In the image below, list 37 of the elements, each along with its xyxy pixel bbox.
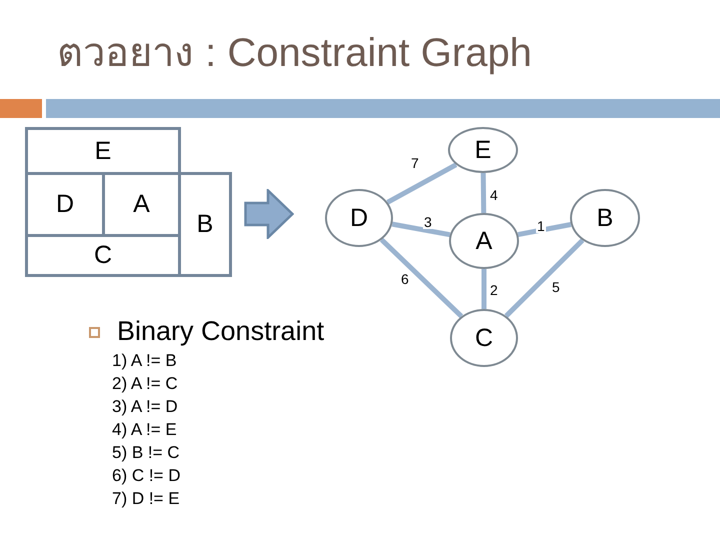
connector-line — [392, 222, 450, 238]
constraint-item: 3) A != D — [112, 398, 178, 415]
region-label: C — [94, 243, 112, 268]
connector-line — [380, 238, 464, 318]
connector-line — [480, 172, 486, 214]
region-label: D — [56, 192, 74, 217]
edge-label: 2 — [489, 283, 499, 297]
variable-label: B — [596, 206, 614, 230]
edge-label: 6 — [400, 272, 410, 286]
edge-label: 4 — [489, 188, 499, 202]
variable-label: D — [350, 206, 368, 230]
slide-title: ตวอยาง : Constraint Graph — [57, 33, 532, 73]
edge-label: 3 — [423, 215, 433, 229]
constraint-item: 6) C != D — [112, 467, 180, 484]
variable-node — [448, 127, 518, 173]
connector-line — [482, 269, 486, 309]
map-region — [25, 234, 181, 277]
constraint-item: 7) D != E — [112, 490, 180, 507]
bullet-heading: Binary Constraint — [117, 318, 324, 345]
constraint-item: 1) A != B — [112, 352, 177, 369]
region-label: E — [94, 138, 112, 164]
variable-label: E — [474, 138, 492, 162]
edge-label: 7 — [410, 156, 420, 170]
connector-line — [504, 238, 584, 318]
map-region — [25, 127, 181, 175]
edge-label: 5 — [551, 280, 561, 294]
region-label: A — [133, 192, 150, 217]
variable-label: C — [474, 326, 494, 350]
constraint-item: 4) A != E — [112, 421, 177, 438]
map-region — [178, 172, 232, 277]
constraint-item: 2) A != C — [112, 375, 178, 392]
constraint-item: 5) B != C — [112, 444, 180, 461]
connector-line — [518, 222, 572, 237]
variable-label: A — [476, 228, 492, 254]
edge-label: 1 — [536, 219, 546, 233]
connector-line — [386, 162, 458, 204]
region-label: B — [196, 212, 214, 237]
